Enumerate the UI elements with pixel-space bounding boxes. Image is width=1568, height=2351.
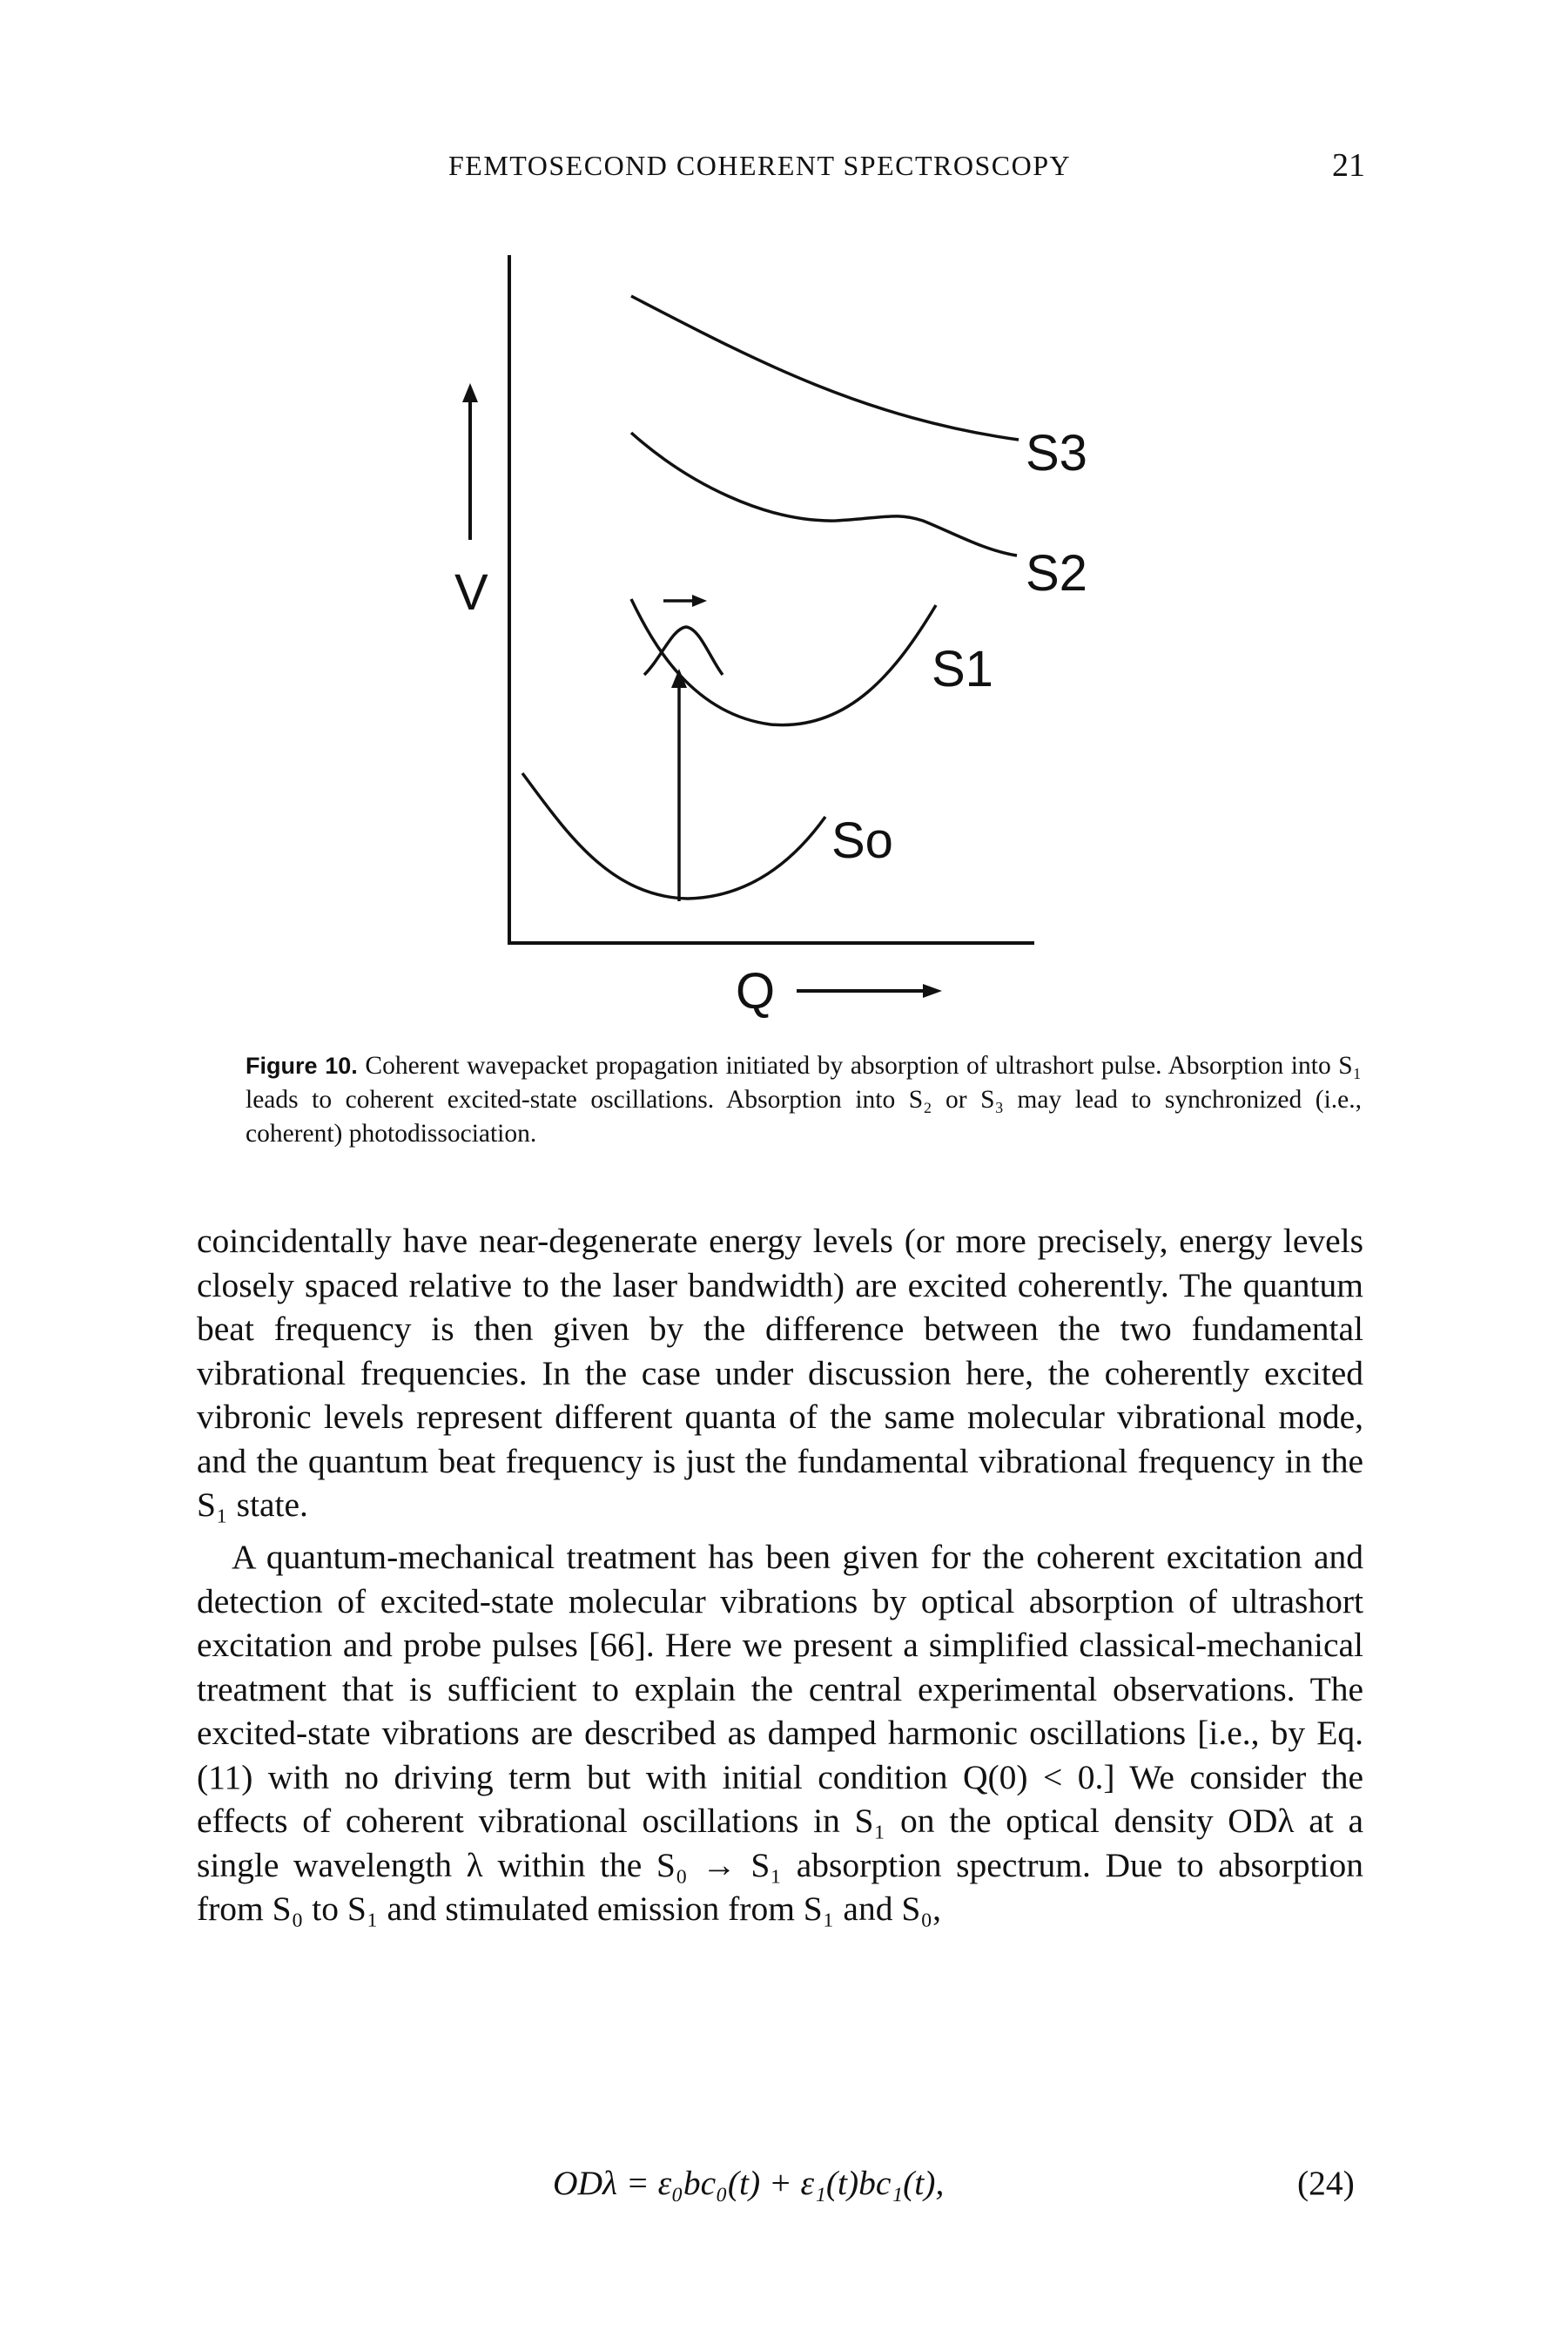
equation-number: (24)	[1297, 2164, 1355, 2202]
s1-label: S1	[932, 641, 993, 697]
figure-number: Figure 10.	[246, 1053, 358, 1079]
page-number: 21	[1332, 147, 1365, 184]
s2-curve	[629, 431, 1018, 557]
caption-text: Coherent wavepacket propagation initiate…	[246, 1052, 1362, 1148]
wavepacket	[643, 625, 724, 677]
potential-energy-figure: V Q S3 S2 S1 So	[454, 255, 1087, 1020]
running-title: FEMTOSECOND COHERENT SPECTROSCOPY	[448, 150, 1072, 181]
v-axis-arrow	[462, 383, 478, 540]
paragraph-2: A quantum-mechanical treatment has been …	[197, 1538, 1363, 1928]
paragraph-1: coincidentally have near-degenerate ener…	[197, 1222, 1363, 1524]
s3-label: S3	[1026, 425, 1087, 482]
running-head: FEMTOSECOND COHERENT SPECTROSCOPY 21	[0, 147, 1568, 193]
s0-label: So	[831, 812, 893, 869]
s2-label: S2	[1026, 545, 1087, 602]
s1-curve	[629, 598, 938, 727]
excitation-arrow	[671, 669, 687, 901]
s0-curve	[521, 771, 827, 900]
equation-24: ODλ = ε₀bc₀(t) + ε₁(t)bc₁(t), (24)	[0, 2163, 1568, 2215]
equation-expression: ODλ = ε₀bc₀(t) + ε₁(t)bc₁(t),	[553, 2164, 945, 2202]
s3-curve	[630, 294, 1020, 441]
figure-caption: Figure 10. Coherent wavepacket propagati…	[246, 1049, 1362, 1151]
x-axis-label: Q	[736, 963, 775, 1020]
y-axis-label: V	[454, 564, 488, 621]
q-axis-arrow	[797, 984, 942, 998]
wavepacket-direction-arrow	[663, 595, 707, 607]
